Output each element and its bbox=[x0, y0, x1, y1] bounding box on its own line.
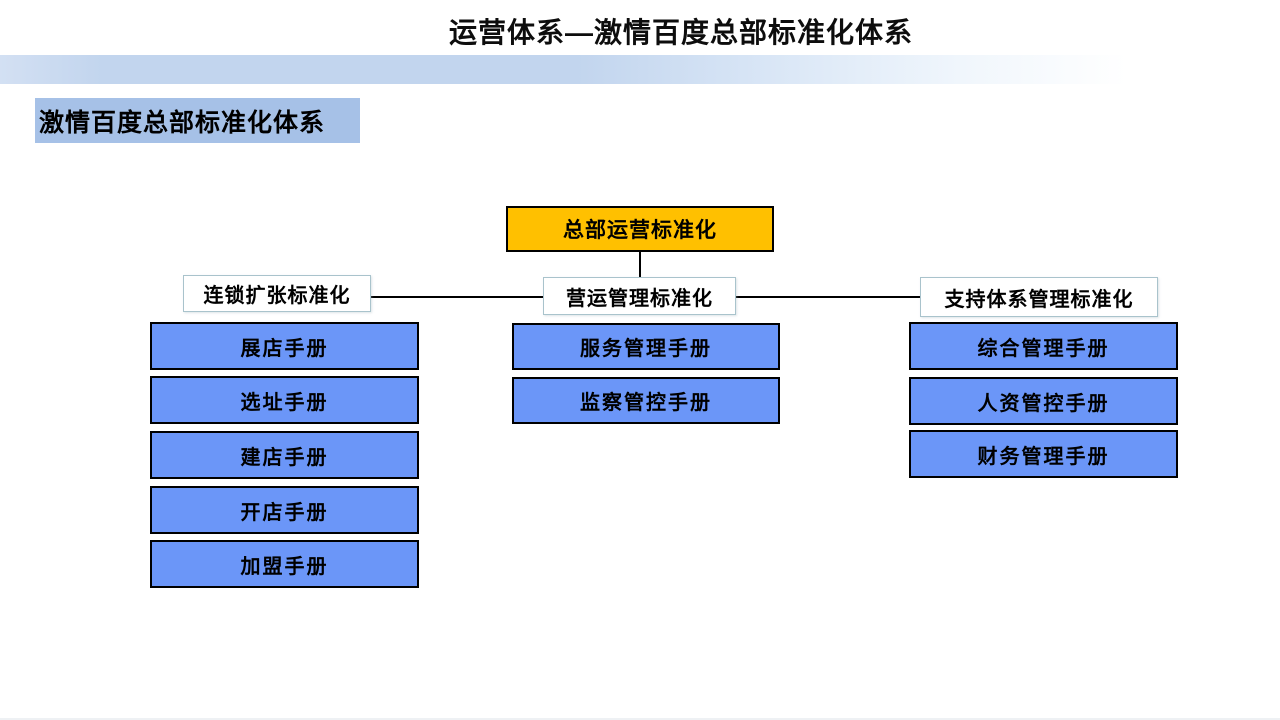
slide-title: 运营体系—激情百度总部标准化体系 bbox=[448, 17, 913, 48]
connector-left-to-center bbox=[371, 296, 543, 298]
leaf-manual: 人资管控手册 bbox=[909, 377, 1178, 425]
connector-center-to-right bbox=[736, 296, 920, 298]
leaf-manual: 选址手册 bbox=[150, 376, 419, 424]
leaf-manual: 综合管理手册 bbox=[909, 322, 1178, 370]
decorative-gradient-band bbox=[0, 55, 1280, 84]
leaf-manual: 展店手册 bbox=[150, 322, 419, 370]
org-branch-operation-management: 营运管理标准化 bbox=[543, 277, 736, 315]
leaf-manual: 建店手册 bbox=[150, 431, 419, 479]
connector-root-to-center bbox=[639, 252, 641, 277]
slide-bottom-edge bbox=[0, 718, 1280, 720]
section-heading: 激情百度总部标准化体系 bbox=[35, 98, 360, 143]
leaf-manual: 加盟手册 bbox=[150, 540, 419, 588]
leaf-manual: 开店手册 bbox=[150, 486, 419, 534]
leaf-manual: 财务管理手册 bbox=[909, 430, 1178, 478]
leaf-manual: 监察管控手册 bbox=[512, 377, 780, 424]
org-branch-chain-expansion: 连锁扩张标准化 bbox=[183, 275, 371, 312]
org-root-node: 总部运营标准化 bbox=[506, 206, 774, 252]
org-branch-support-system: 支持体系管理标准化 bbox=[920, 277, 1158, 317]
leaf-manual: 服务管理手册 bbox=[512, 323, 780, 370]
